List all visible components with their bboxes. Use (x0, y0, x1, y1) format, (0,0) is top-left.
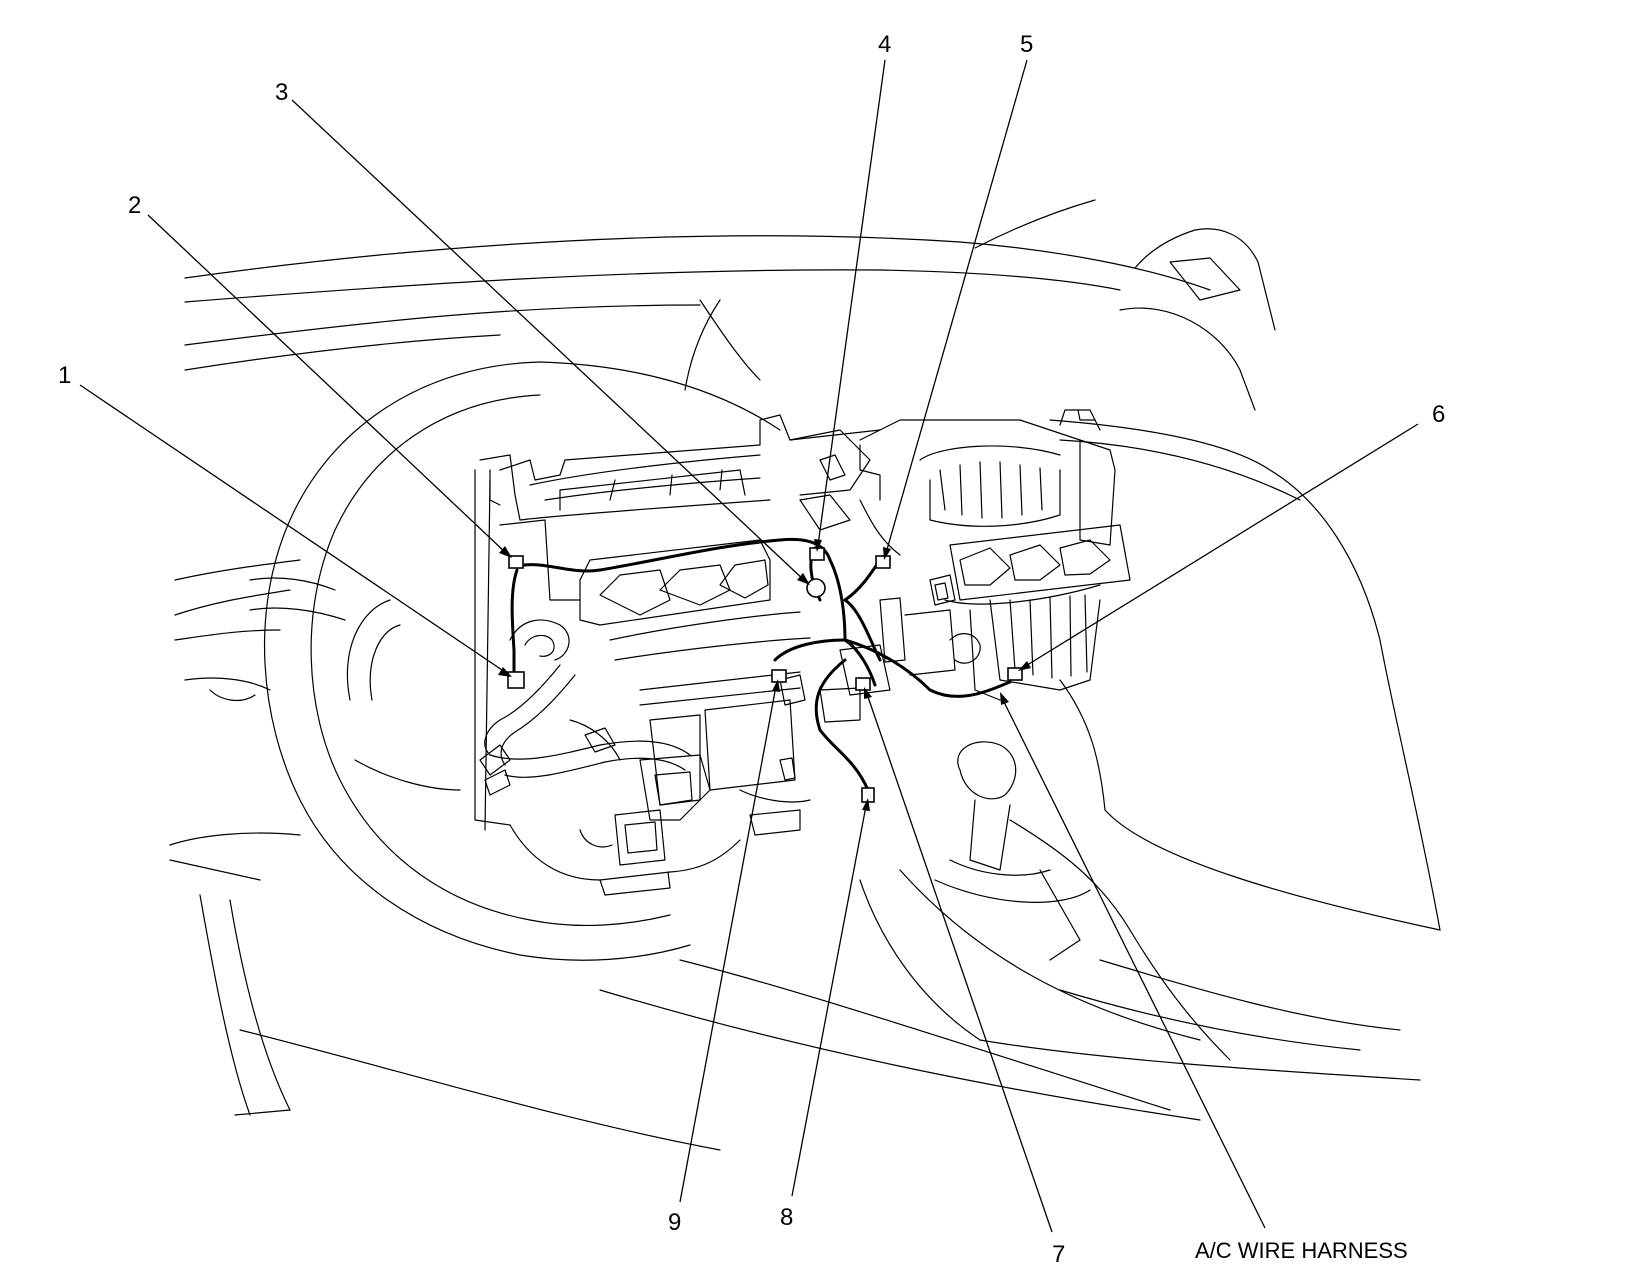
connector-6 (1007, 667, 1023, 681)
callout-5: 5 (1020, 31, 1033, 58)
callout-2: 2 (128, 192, 141, 219)
callout-3: 3 (275, 79, 288, 106)
callout-9: 9 (668, 1209, 681, 1236)
callout-leaders (79, 59, 1419, 1233)
dashboard-outline (169, 199, 1441, 1151)
wire-harness (510, 537, 1012, 792)
callout-1: 1 (58, 362, 71, 389)
connector-9 (771, 669, 787, 683)
hvac-unit (474, 409, 1131, 896)
callout-6: 6 (1432, 401, 1445, 428)
connector-3 (806, 578, 826, 598)
connector-7 (855, 677, 871, 691)
connector-1 (507, 671, 525, 689)
callout-4: 4 (878, 31, 891, 58)
connector-5 (875, 555, 891, 569)
callout-8: 8 (780, 1204, 793, 1231)
callout-7: 7 (1052, 1241, 1065, 1268)
harness-label: A/C WIRE HARNESS (1195, 1238, 1408, 1263)
steering-wheel (169, 361, 781, 961)
callout-labels: 1 2 3 4 5 6 7 8 9 A/C WIRE HARNESS (58, 31, 1445, 1268)
connector-2 (508, 555, 524, 569)
